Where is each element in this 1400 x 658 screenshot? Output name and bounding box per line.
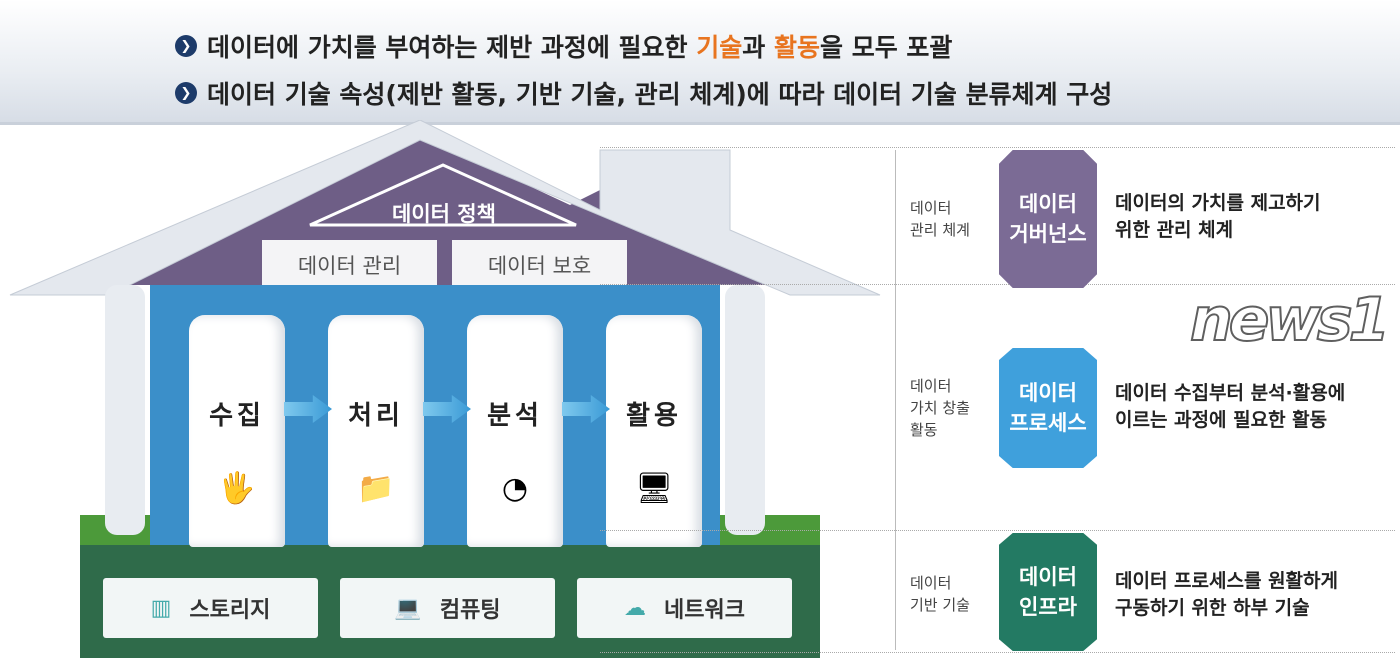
range-arrow-line [895, 150, 896, 650]
divider [600, 530, 1395, 531]
pillar-utilize: 활용🖥 [606, 315, 702, 547]
foundation-network: ☁네트워크 [577, 578, 792, 638]
cloud-network-icon: ☁ [624, 595, 647, 621]
divider [600, 652, 1395, 653]
bullet-icon: ❯ [175, 82, 197, 104]
bullet-icon: ❯ [175, 35, 197, 57]
management-panel [262, 240, 437, 285]
data-collection-icon: 🖐 [218, 471, 256, 506]
foundation-storage: ▥스토리지 [103, 578, 318, 638]
left-column [105, 285, 145, 535]
pillar-collect: 수집🖐 [189, 315, 285, 547]
pie-chart-icon: ◔ [501, 471, 529, 506]
data-policy-label: 데이터 정책 [392, 202, 496, 226]
policy-triangle [309, 163, 577, 227]
foundation-computing: 💻컴퓨팅 [340, 578, 555, 638]
bullet-line-1: ❯데이터에 가치를 부여하는 제반 과정에 필요한 기술과 활동을 모두 포괄 [175, 28, 952, 64]
divider [600, 147, 1395, 148]
protection-panel [452, 240, 627, 285]
pillar-analyze: 분석◔ [467, 315, 563, 547]
right-column [725, 285, 765, 535]
data-processing-icon: 📁 [357, 471, 395, 506]
divider [600, 284, 1395, 285]
watermark-logo: news1 [1189, 285, 1391, 355]
data-management-label: 데이터 관리 [297, 254, 402, 278]
bullet-line-2: ❯데이터 기술 속성(제반 활동, 기반 기술, 관리 체계)에 따라 데이터 … [175, 75, 1112, 111]
server-icon: ▥ [150, 595, 172, 621]
header-banner: ❯데이터에 가치를 부여하는 제반 과정에 필요한 기술과 활동을 모두 포괄 … [0, 0, 1400, 125]
data-protection-label: 데이터 보호 [487, 254, 592, 278]
laptop-icon: 💻 [394, 595, 422, 621]
monitor-dashboard-icon: 🖥 [634, 471, 674, 506]
roof-edge [9, 120, 881, 296]
pillar-process: 처리📁 [328, 315, 424, 547]
